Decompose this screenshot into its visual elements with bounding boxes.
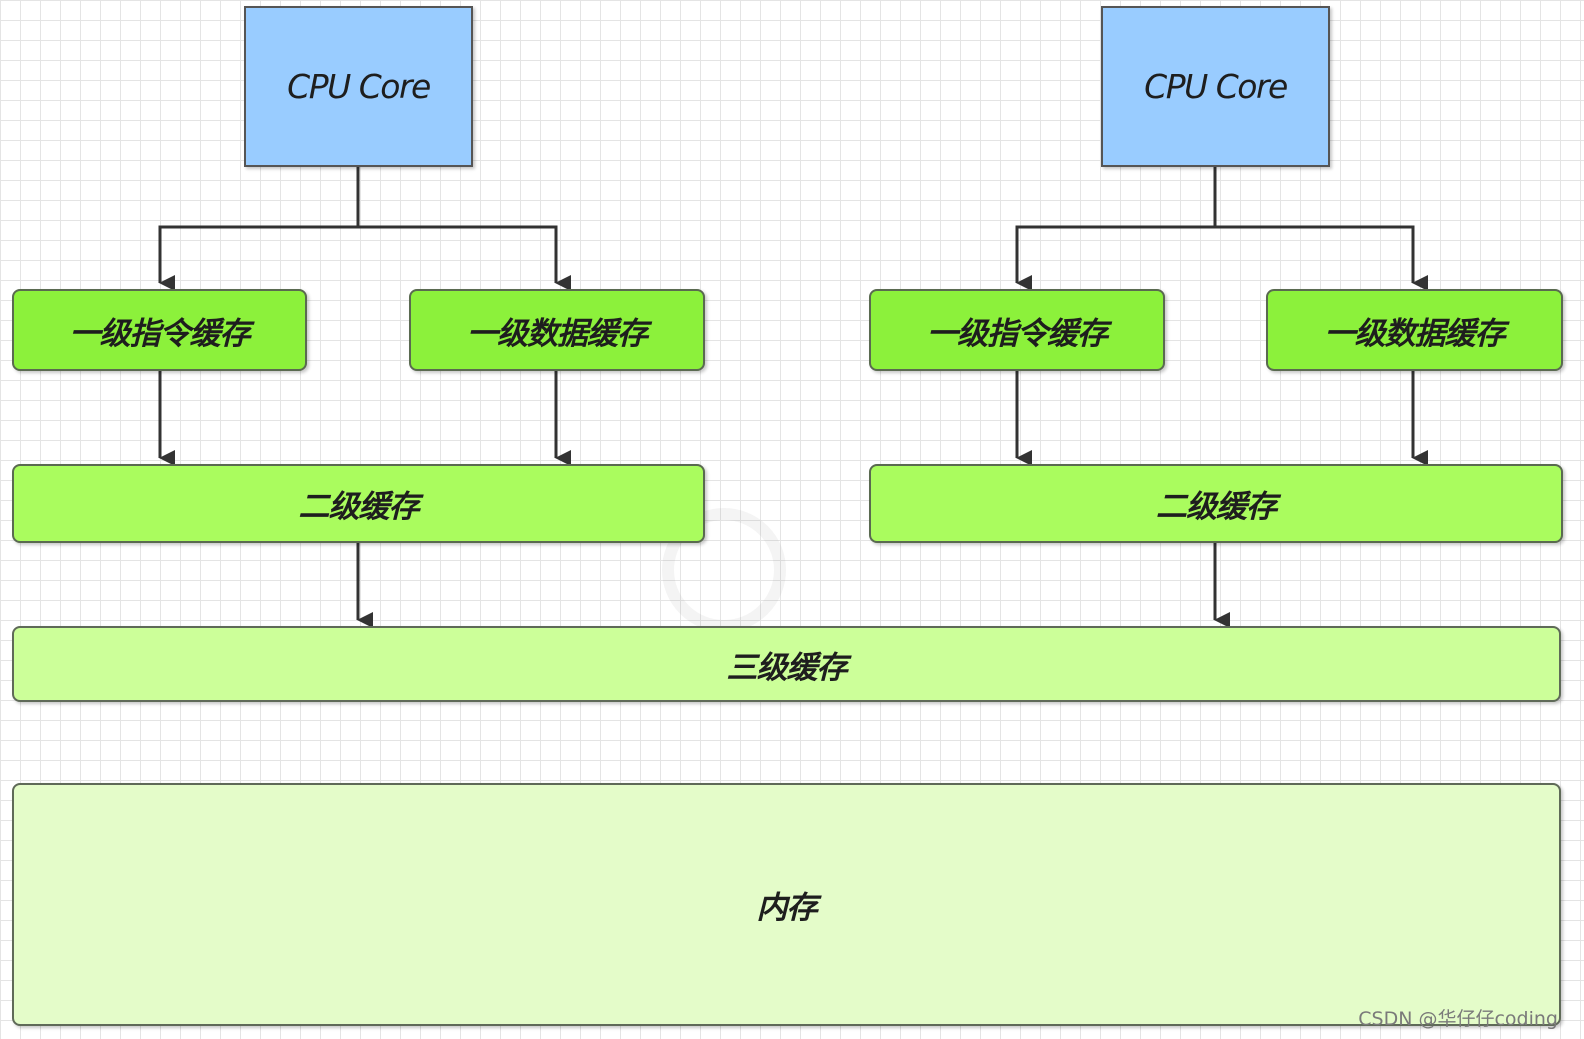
connector-core-right-to-l1-data (1215, 225, 1428, 291)
connector-core-left-to-l1-instruction (158, 167, 360, 291)
l2-cache-right-label: 二级缓存 (1156, 489, 1277, 525)
cpu-core-right: CPU Core (1101, 6, 1330, 167)
connector-core-right-to-l1-instruction (1015, 167, 1217, 291)
main-memory-label: 内存 (756, 890, 818, 926)
l1-data-cache-right: 一级数据缓存 (1266, 289, 1563, 371)
source-credit: CSDN @华仔仔coding (1358, 1008, 1558, 1030)
l1-instruction-cache-right-label: 一级指令缓存 (927, 315, 1108, 352)
main-memory: 内存 (12, 783, 1561, 1026)
l3-cache: 三级缓存 (12, 626, 1561, 702)
cpu-core-left: CPU Core (244, 6, 473, 167)
l1-instruction-cache-left-label: 一级指令缓存 (69, 315, 251, 352)
l1-instruction-cache-right: 一级指令缓存 (869, 289, 1165, 371)
connector-core-left-to-l1-data (358, 225, 571, 291)
l1-instruction-cache-left: 一级指令缓存 (12, 289, 307, 371)
l2-cache-left: 二级缓存 (12, 464, 705, 543)
l2-cache-right: 二级缓存 (869, 464, 1563, 543)
cpu-core-right-label: CPU Core (1144, 67, 1288, 106)
l1-data-cache-right-label: 一级数据缓存 (1324, 315, 1506, 352)
cpu-core-left-label: CPU Core (287, 67, 431, 106)
l1-data-cache-left: 一级数据缓存 (409, 289, 705, 371)
l1-data-cache-left-label: 一级数据缓存 (467, 315, 648, 352)
l3-cache-label: 三级缓存 (726, 649, 848, 686)
l2-cache-left-label: 二级缓存 (298, 489, 420, 525)
